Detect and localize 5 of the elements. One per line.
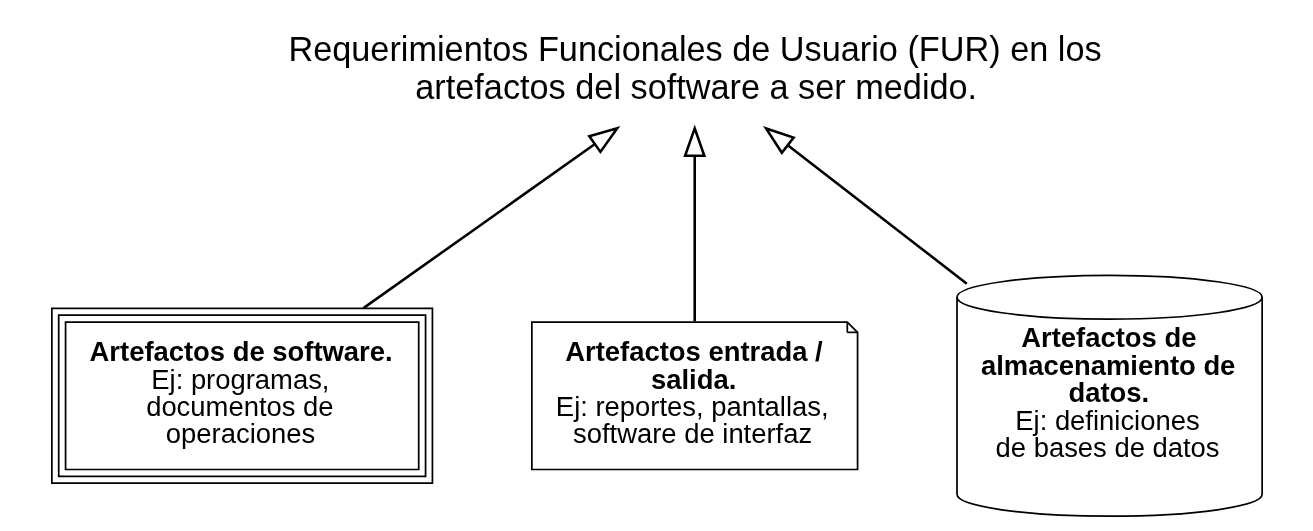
arrow: [682, 124, 706, 322]
node-box: Artefactos de software. Ej: programas, documentos de operaciones: [50, 307, 433, 485]
arrow: [362, 125, 620, 310]
node-text: Requerimientos Funcionales de Usuario (FUR) en los artefactos del software a ser medido.: [287, 30, 1102, 106]
arrow: [762, 126, 968, 285]
